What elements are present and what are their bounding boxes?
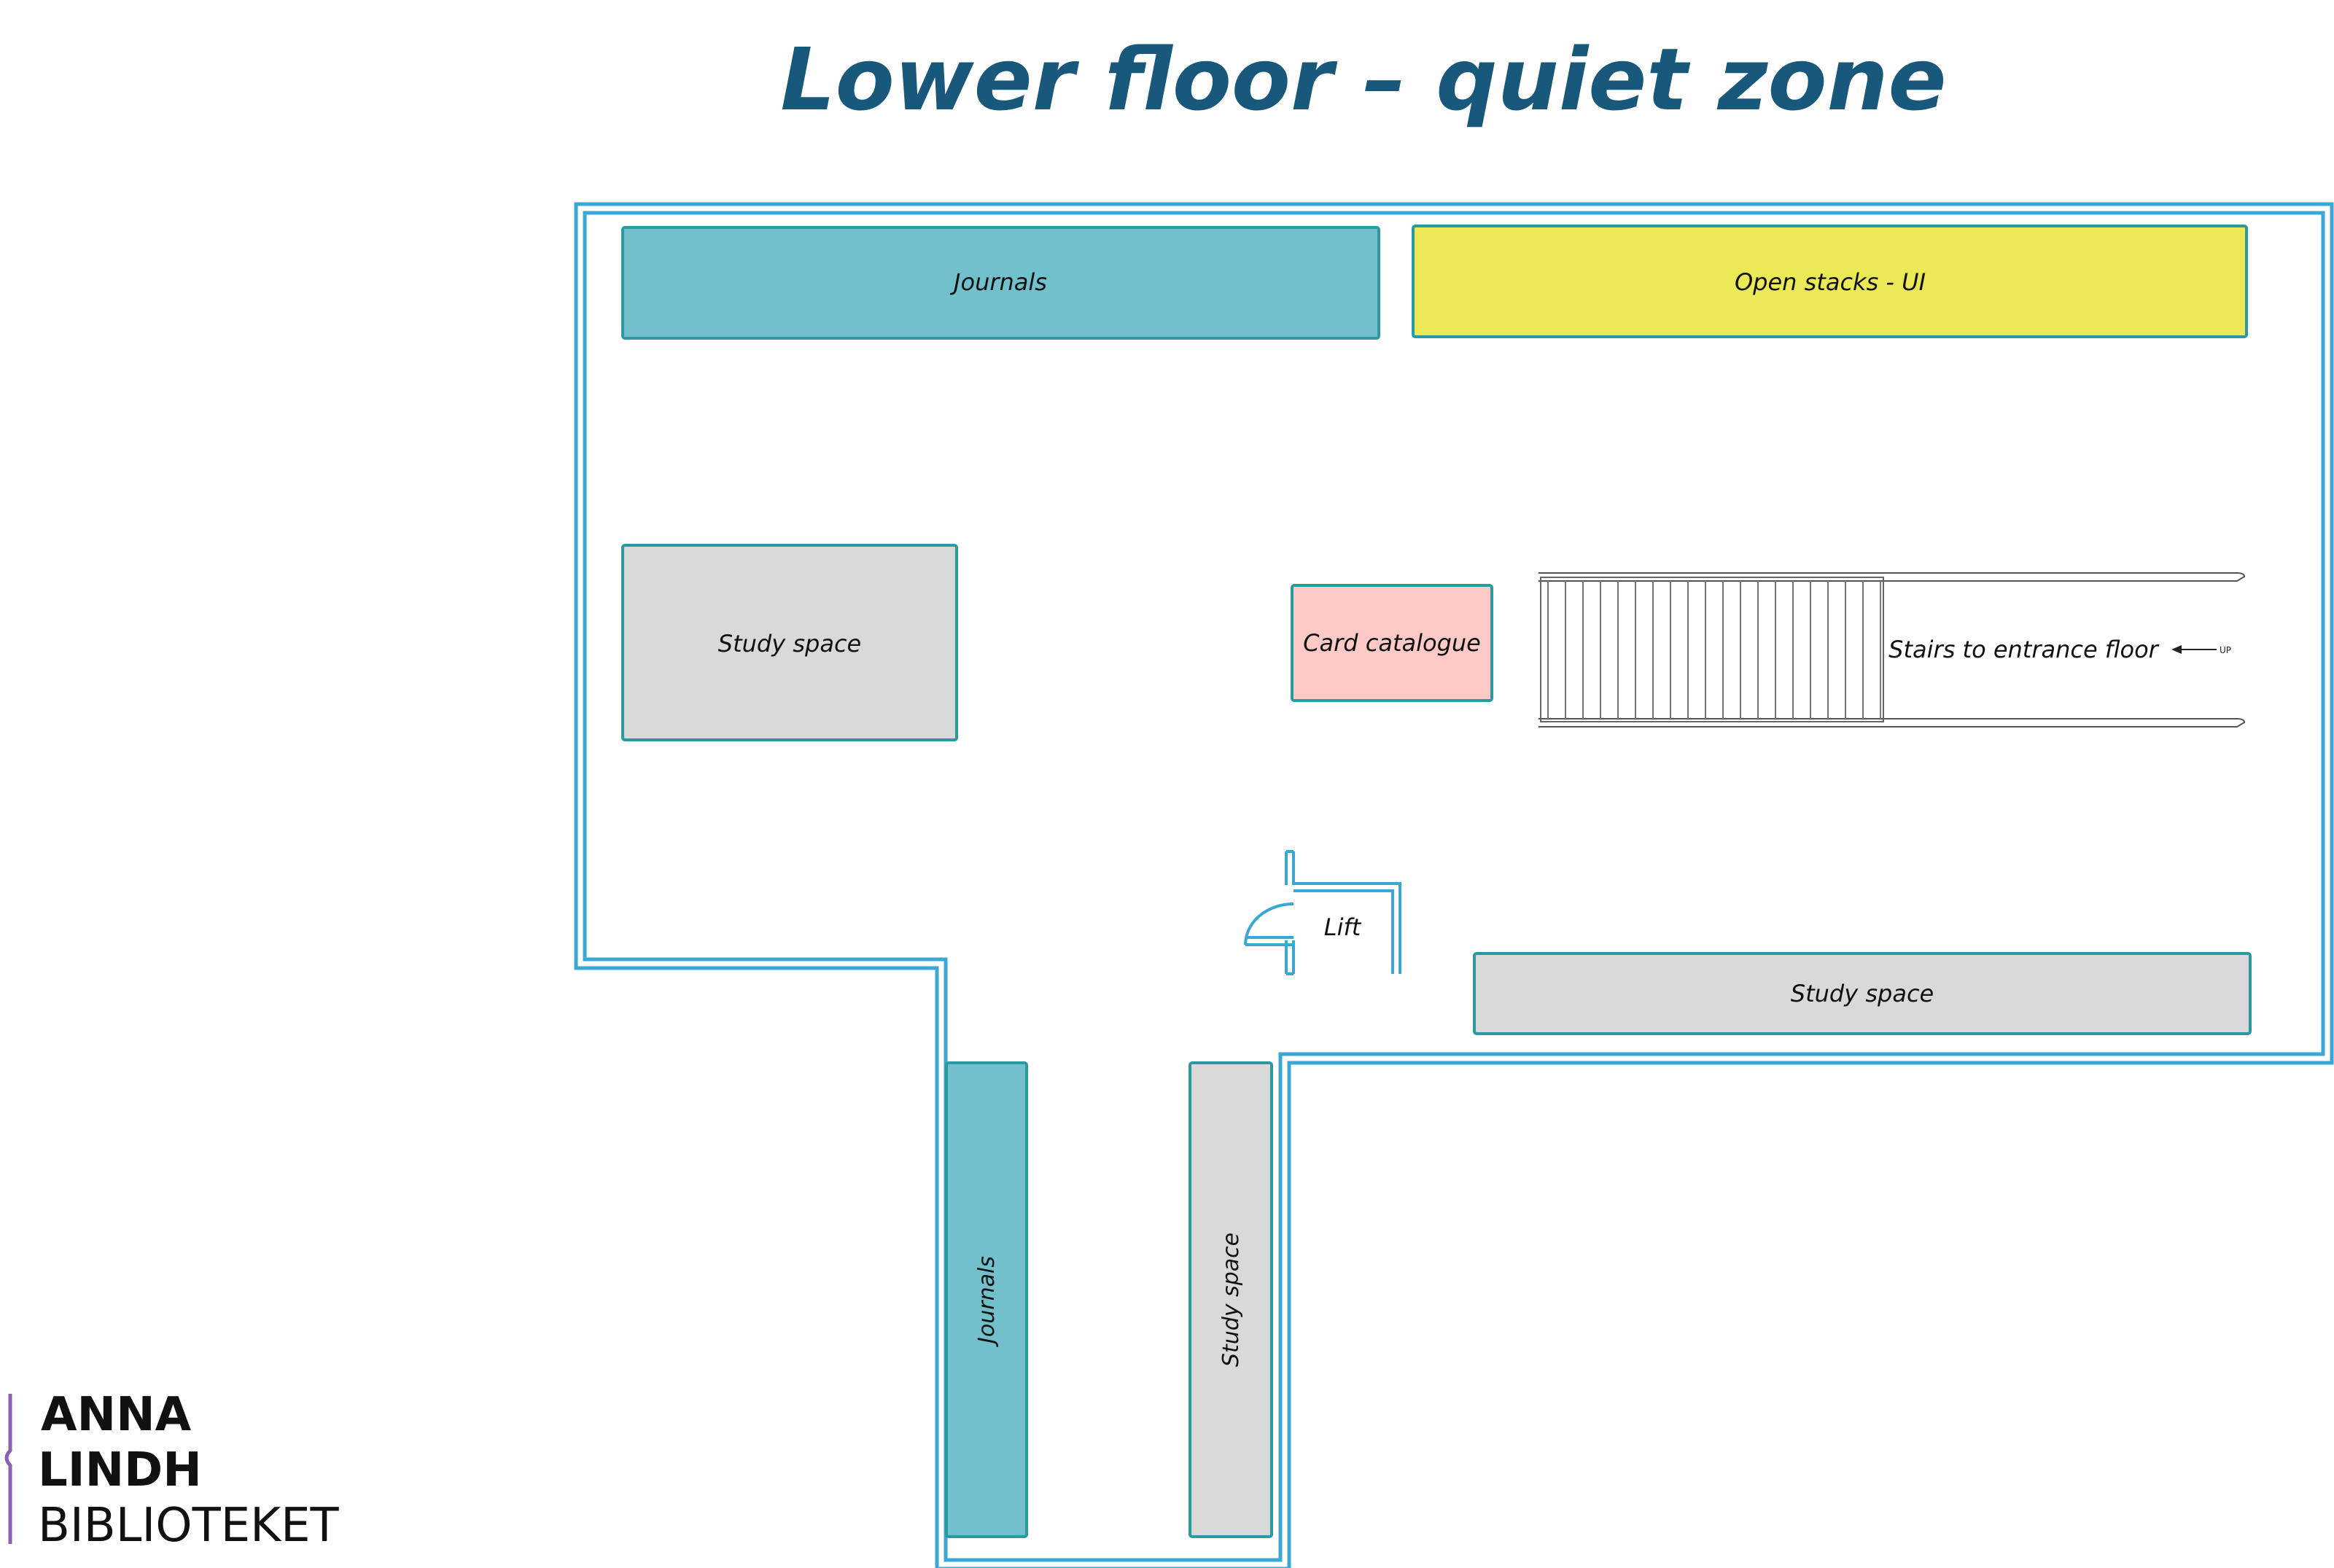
logo-line-2: LINDH — [38, 1443, 202, 1497]
stairs: Stairs to entrance floor UP — [1539, 572, 2246, 728]
lift: Lift — [1244, 850, 1401, 975]
study-space-left: Study space — [621, 544, 958, 741]
journals-top-shelf: Journals — [621, 226, 1380, 340]
study-space-corridor-label: Study space — [1218, 1233, 1244, 1367]
study-space-right: Study space — [1473, 952, 2252, 1035]
lift-label: Lift — [1324, 913, 1362, 941]
journals-top-label: Journals — [949, 268, 1047, 296]
page-title: Lower floor – quiet zone — [780, 29, 1946, 130]
open-stacks-shelf: Open stacks - UI — [1412, 225, 2248, 338]
journals-corridor-label: Journals — [974, 1256, 1000, 1347]
up-arrow-label: UP — [2220, 645, 2231, 655]
study-space-corridor: Study space — [1189, 1061, 1273, 1538]
up-arrow-icon — [2171, 645, 2217, 654]
study-space-right-label: Study space — [1791, 980, 1934, 1007]
card-catalogue: Card catalogue — [1291, 584, 1493, 702]
logo-line-1: ANNA — [41, 1388, 192, 1442]
anna-lindh-logo: ANNA LINDH BIBLIOTEKET — [4, 1388, 340, 1553]
building-outline — [574, 202, 2334, 1568]
journals-corridor-shelf: Journals — [945, 1061, 1028, 1538]
card-catalogue-label: Card catalogue — [1303, 629, 1481, 657]
open-stacks-label: Open stacks - UI — [1735, 268, 1926, 296]
study-space-left-label: Study space — [718, 630, 861, 658]
logo-line-3: BIBLIOTEKET — [38, 1499, 340, 1553]
stairs-label: Stairs to entrance floor — [1888, 636, 2160, 663]
